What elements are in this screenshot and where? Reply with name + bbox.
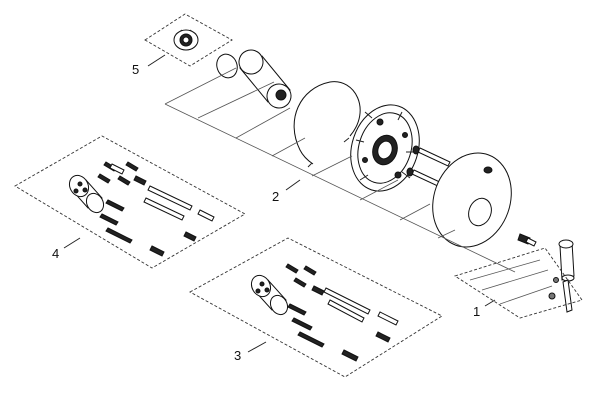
group-4-cartridge-kit: 4 [14,135,246,269]
group-4-leader [63,237,81,249]
group-3-outline [189,237,443,378]
group-5-leader [147,54,166,67]
group-4-small-parts [97,161,215,257]
plate-screws [406,145,451,189]
alignment-lines [164,67,516,273]
handle-part [558,239,575,313]
retaining-ring [293,81,361,165]
group-4-outline [14,135,246,269]
sleeve-part [238,49,292,109]
group-5-cap-set: 5 [132,13,233,77]
group-4-cartridge [68,174,105,214]
callout-5: 5 [132,62,139,77]
group-1-handle-kit: 1 [453,247,583,319]
cover-plate [432,152,512,248]
o-ring [216,53,238,79]
group-5-cap-part [173,29,199,51]
callout-2: 2 [272,189,279,204]
group-3-cartridge-kit: 3 [189,237,443,378]
group-3-small-parts [285,263,399,362]
group-3-leader [247,341,267,353]
callout-1: 1 [473,304,480,319]
group-1-outline [453,247,583,319]
callout-3: 3 [234,348,241,363]
callout-4: 4 [52,246,59,261]
group-5-outline [144,13,233,67]
central-assembly: 2 [164,49,575,313]
group-3-cartridge [250,274,289,316]
adapter-part [517,233,537,247]
mounting-plate [350,104,420,192]
group-1-leader [484,299,496,307]
group-2-leader [285,179,301,191]
